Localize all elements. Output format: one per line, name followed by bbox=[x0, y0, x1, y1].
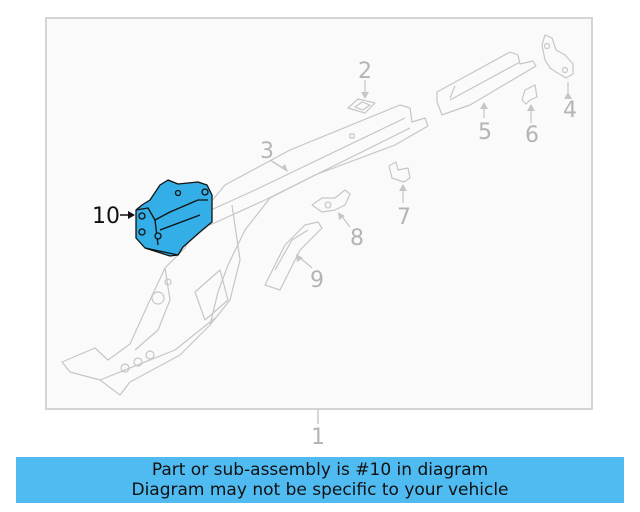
parts-diagram: 1 2 3 4 5 6 7 8 9 10 bbox=[45, 17, 593, 450]
callout-1: 1 bbox=[311, 425, 325, 450]
part-main-rail bbox=[61, 104, 429, 396]
callout-2: 2 bbox=[358, 59, 372, 84]
part-10-highlighted bbox=[135, 179, 213, 257]
banner-line-disclaimer: Diagram may not be specific to your vehi… bbox=[131, 480, 509, 500]
banner-line-part: Part or sub-assembly is #10 in diagram bbox=[151, 460, 489, 480]
diagram-frame bbox=[45, 17, 593, 410]
part-4-plate bbox=[541, 34, 574, 95]
callout-8: 8 bbox=[350, 226, 364, 251]
callout-9: 9 bbox=[310, 268, 324, 293]
callout-3: 3 bbox=[260, 139, 274, 164]
callout-7: 7 bbox=[397, 205, 411, 230]
callout-10: 10 bbox=[92, 204, 120, 229]
info-banner: Part or sub-assembly is #10 in diagram D… bbox=[16, 457, 624, 503]
callout-5: 5 bbox=[478, 120, 492, 145]
callout-6: 6 bbox=[525, 123, 539, 148]
part-5-extension bbox=[436, 51, 537, 118]
callout-4: 4 bbox=[563, 98, 577, 123]
